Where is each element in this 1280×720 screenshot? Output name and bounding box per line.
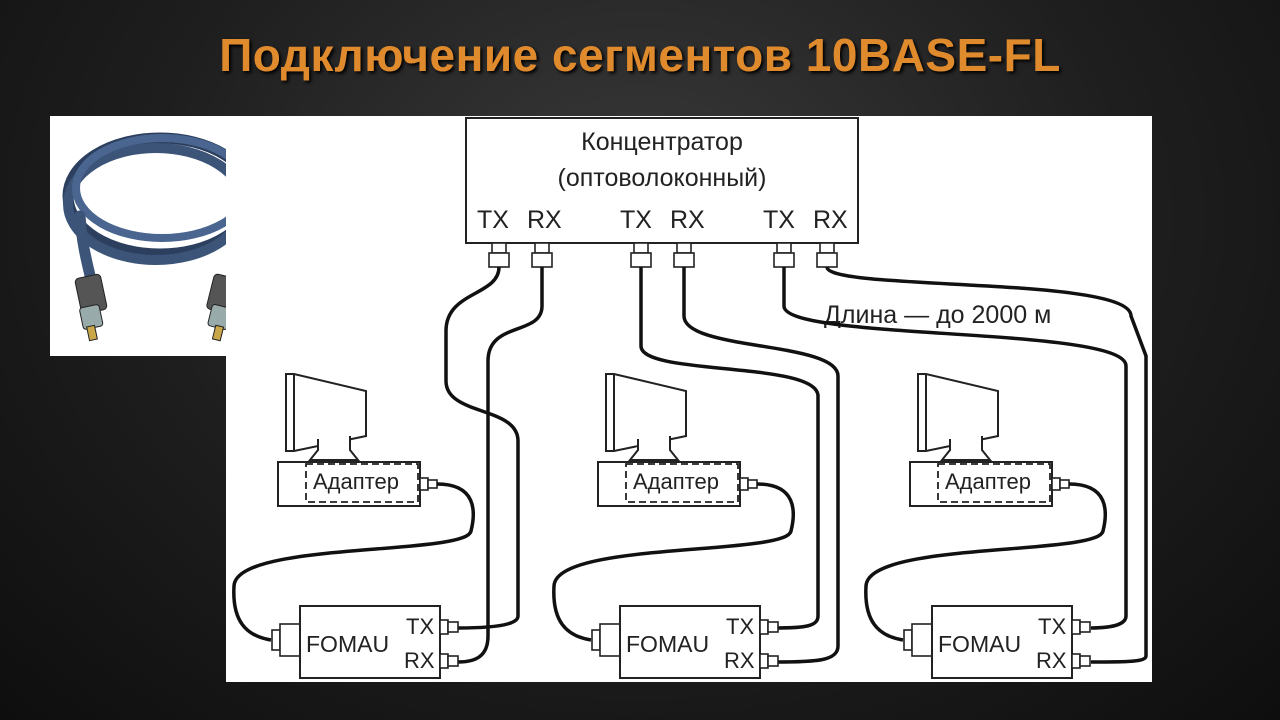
computer-box (597, 461, 741, 507)
hub-label-line2: (оптоволоконный) (558, 164, 767, 192)
monitor-stand (627, 436, 681, 461)
hub: Концентратор (оптоволоконный) TX RX TX R… (465, 117, 859, 268)
adapter-label: Адаптер (633, 469, 719, 494)
fomau-rx-label: RX (724, 648, 755, 673)
aui-cable (864, 482, 1107, 642)
adapter-label: Адаптер (945, 469, 1031, 494)
hub-label-line1: Концентратор (581, 128, 743, 156)
adapter-card (305, 463, 419, 503)
adapter-card (625, 463, 739, 503)
computer-box (909, 461, 1053, 507)
diagram-panel: Концентратор (оптоволоконный) TX RX TX R… (226, 116, 1152, 682)
fomau-label: FOMAU (626, 631, 709, 657)
hub-port-2-rx: RX (670, 206, 705, 234)
length-note: Длина — до 2000 м (824, 301, 1051, 329)
fomau-box (299, 605, 441, 679)
optical-cable-image (50, 116, 258, 356)
adapter-label: Адаптер (313, 469, 399, 494)
hub-port-3-tx: TX (763, 206, 795, 234)
monitor-stand (307, 436, 361, 461)
fomau-tx-label: TX (406, 614, 434, 639)
aui-cable (232, 482, 475, 642)
hub-port-1-tx: TX (477, 206, 509, 234)
right-plug (206, 273, 240, 342)
slide-title: Подключение сегментов 10BASE-FL (219, 29, 1061, 81)
fomau-tx-label: TX (726, 614, 754, 639)
hub-port-3-rx: RX (813, 206, 848, 234)
fomau-label: FOMAU (306, 631, 389, 657)
fomau-box (619, 605, 761, 679)
fomau-label: FOMAU (938, 631, 1021, 657)
fomau-rx-label: RX (1036, 648, 1067, 673)
stations-layer: АдаптерFOMAUTXRXАдаптерFOMAUTXRXАдаптерF… (232, 373, 1107, 679)
hub-connectors (488, 242, 838, 268)
fiber-links (444, 266, 1148, 664)
aui-cable (552, 482, 795, 642)
optical-cable-illustration (62, 132, 258, 342)
hub-port-2-tx: TX (620, 206, 652, 234)
network-diagram: Концентратор (оптоволоконный) TX RX TX R… (232, 117, 1148, 679)
monitor-stand (939, 436, 993, 461)
adapter-card (937, 463, 1051, 503)
left-plug (74, 273, 108, 342)
hub-port-1-rx: RX (527, 206, 562, 234)
fomau-rx-label: RX (404, 648, 435, 673)
fomau-box (931, 605, 1073, 679)
fomau-tx-label: TX (1038, 614, 1066, 639)
